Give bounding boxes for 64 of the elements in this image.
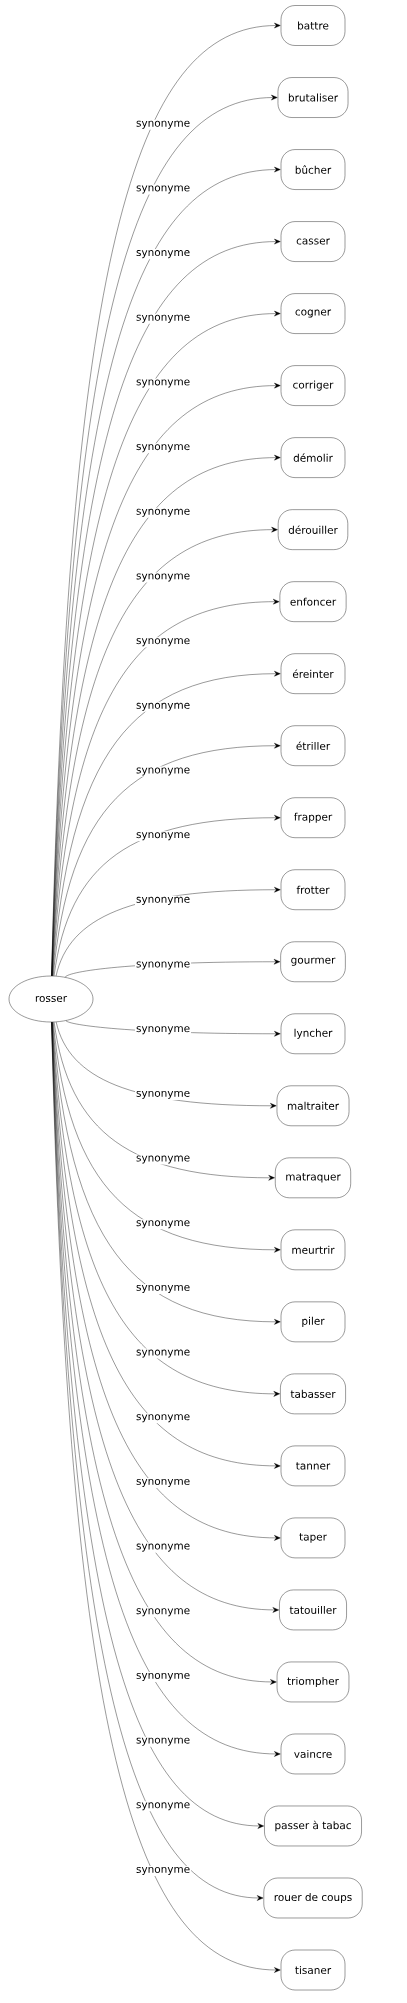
arrow <box>53 742 281 977</box>
edge-label: synonyme <box>135 1413 192 1424</box>
edge-label: synonyme <box>135 1348 192 1359</box>
word-box: piler <box>280 1301 346 1343</box>
word-box: tabasser <box>280 1373 346 1415</box>
word-box: vaincre <box>280 1733 346 1775</box>
word-box: étriller <box>280 725 346 766</box>
edge-label: synonyme <box>135 1025 192 1036</box>
arrow <box>52 670 281 977</box>
word-box: cogner <box>280 293 346 334</box>
word-box: triompher <box>276 1661 350 1703</box>
edge-label: synonyme <box>135 184 192 195</box>
word-box: lyncher <box>280 1013 346 1054</box>
edge-label: synonyme <box>135 119 192 130</box>
arrow <box>53 814 281 977</box>
word-box: frotter <box>280 869 346 910</box>
word-box: éreinter <box>280 653 346 694</box>
word-box: gourmer <box>280 941 346 982</box>
edge-label: synonyme <box>135 249 192 260</box>
edge-label: synonyme <box>135 766 192 777</box>
edge-label: synonyme <box>135 572 192 583</box>
edge-label: synonyme <box>135 313 192 324</box>
edge-label: synonyme <box>135 1219 192 1230</box>
edge-label: synonyme <box>135 443 192 454</box>
edge-label: synonyme <box>135 378 192 389</box>
word-box: tisaner <box>280 1949 346 1991</box>
word-box: bûcher <box>280 149 346 190</box>
arrow <box>56 1021 277 1109</box>
word-box: frapper <box>280 797 346 838</box>
word-box: corriger <box>280 365 346 406</box>
edge-label: synonyme <box>135 895 192 906</box>
word-box: brutaliser <box>277 77 349 118</box>
word-box: meurtrir <box>280 1229 346 1271</box>
edge-label: synonyme <box>135 701 192 712</box>
edge-label: synonyme <box>135 1542 192 1553</box>
word-box: battre <box>280 5 346 46</box>
arrow <box>55 887 281 977</box>
edge-label: synonyme <box>135 831 192 842</box>
edge-label: synonyme <box>135 1866 192 1876</box>
edge-label: synonyme <box>135 1477 192 1488</box>
edge-label: synonyme <box>135 960 192 971</box>
word-box: tatouiller <box>279 1589 347 1631</box>
word-box: démolir <box>280 437 346 478</box>
word-box: rouer de coups <box>263 1877 363 1919</box>
word-box: dérouiller <box>278 509 348 550</box>
word-box: matraquer <box>275 1157 351 1198</box>
word-box: passer à tabac <box>264 1805 362 1847</box>
edge-label: synonyme <box>135 1801 192 1812</box>
word-box: casser <box>280 221 346 262</box>
edge-label: synonyme <box>135 1607 192 1618</box>
arrow <box>52 1022 281 1325</box>
arrow <box>53 1021 275 1181</box>
edge-label: synonyme <box>135 1154 192 1165</box>
edge-label: synonyme <box>135 1089 192 1100</box>
word-box: enfoncer <box>279 581 347 622</box>
word-box: maltraiter <box>276 1085 350 1126</box>
edge-label: synonyme <box>135 637 192 648</box>
edge-label: synonyme <box>135 1736 192 1747</box>
edge-label: synonyme <box>135 1283 192 1294</box>
word-box: tanner <box>280 1445 346 1487</box>
word-box: taper <box>280 1517 346 1559</box>
arrow <box>53 1021 281 1253</box>
edge-label: synonyme <box>135 1671 192 1682</box>
edge-label: synonyme <box>135 507 192 518</box>
